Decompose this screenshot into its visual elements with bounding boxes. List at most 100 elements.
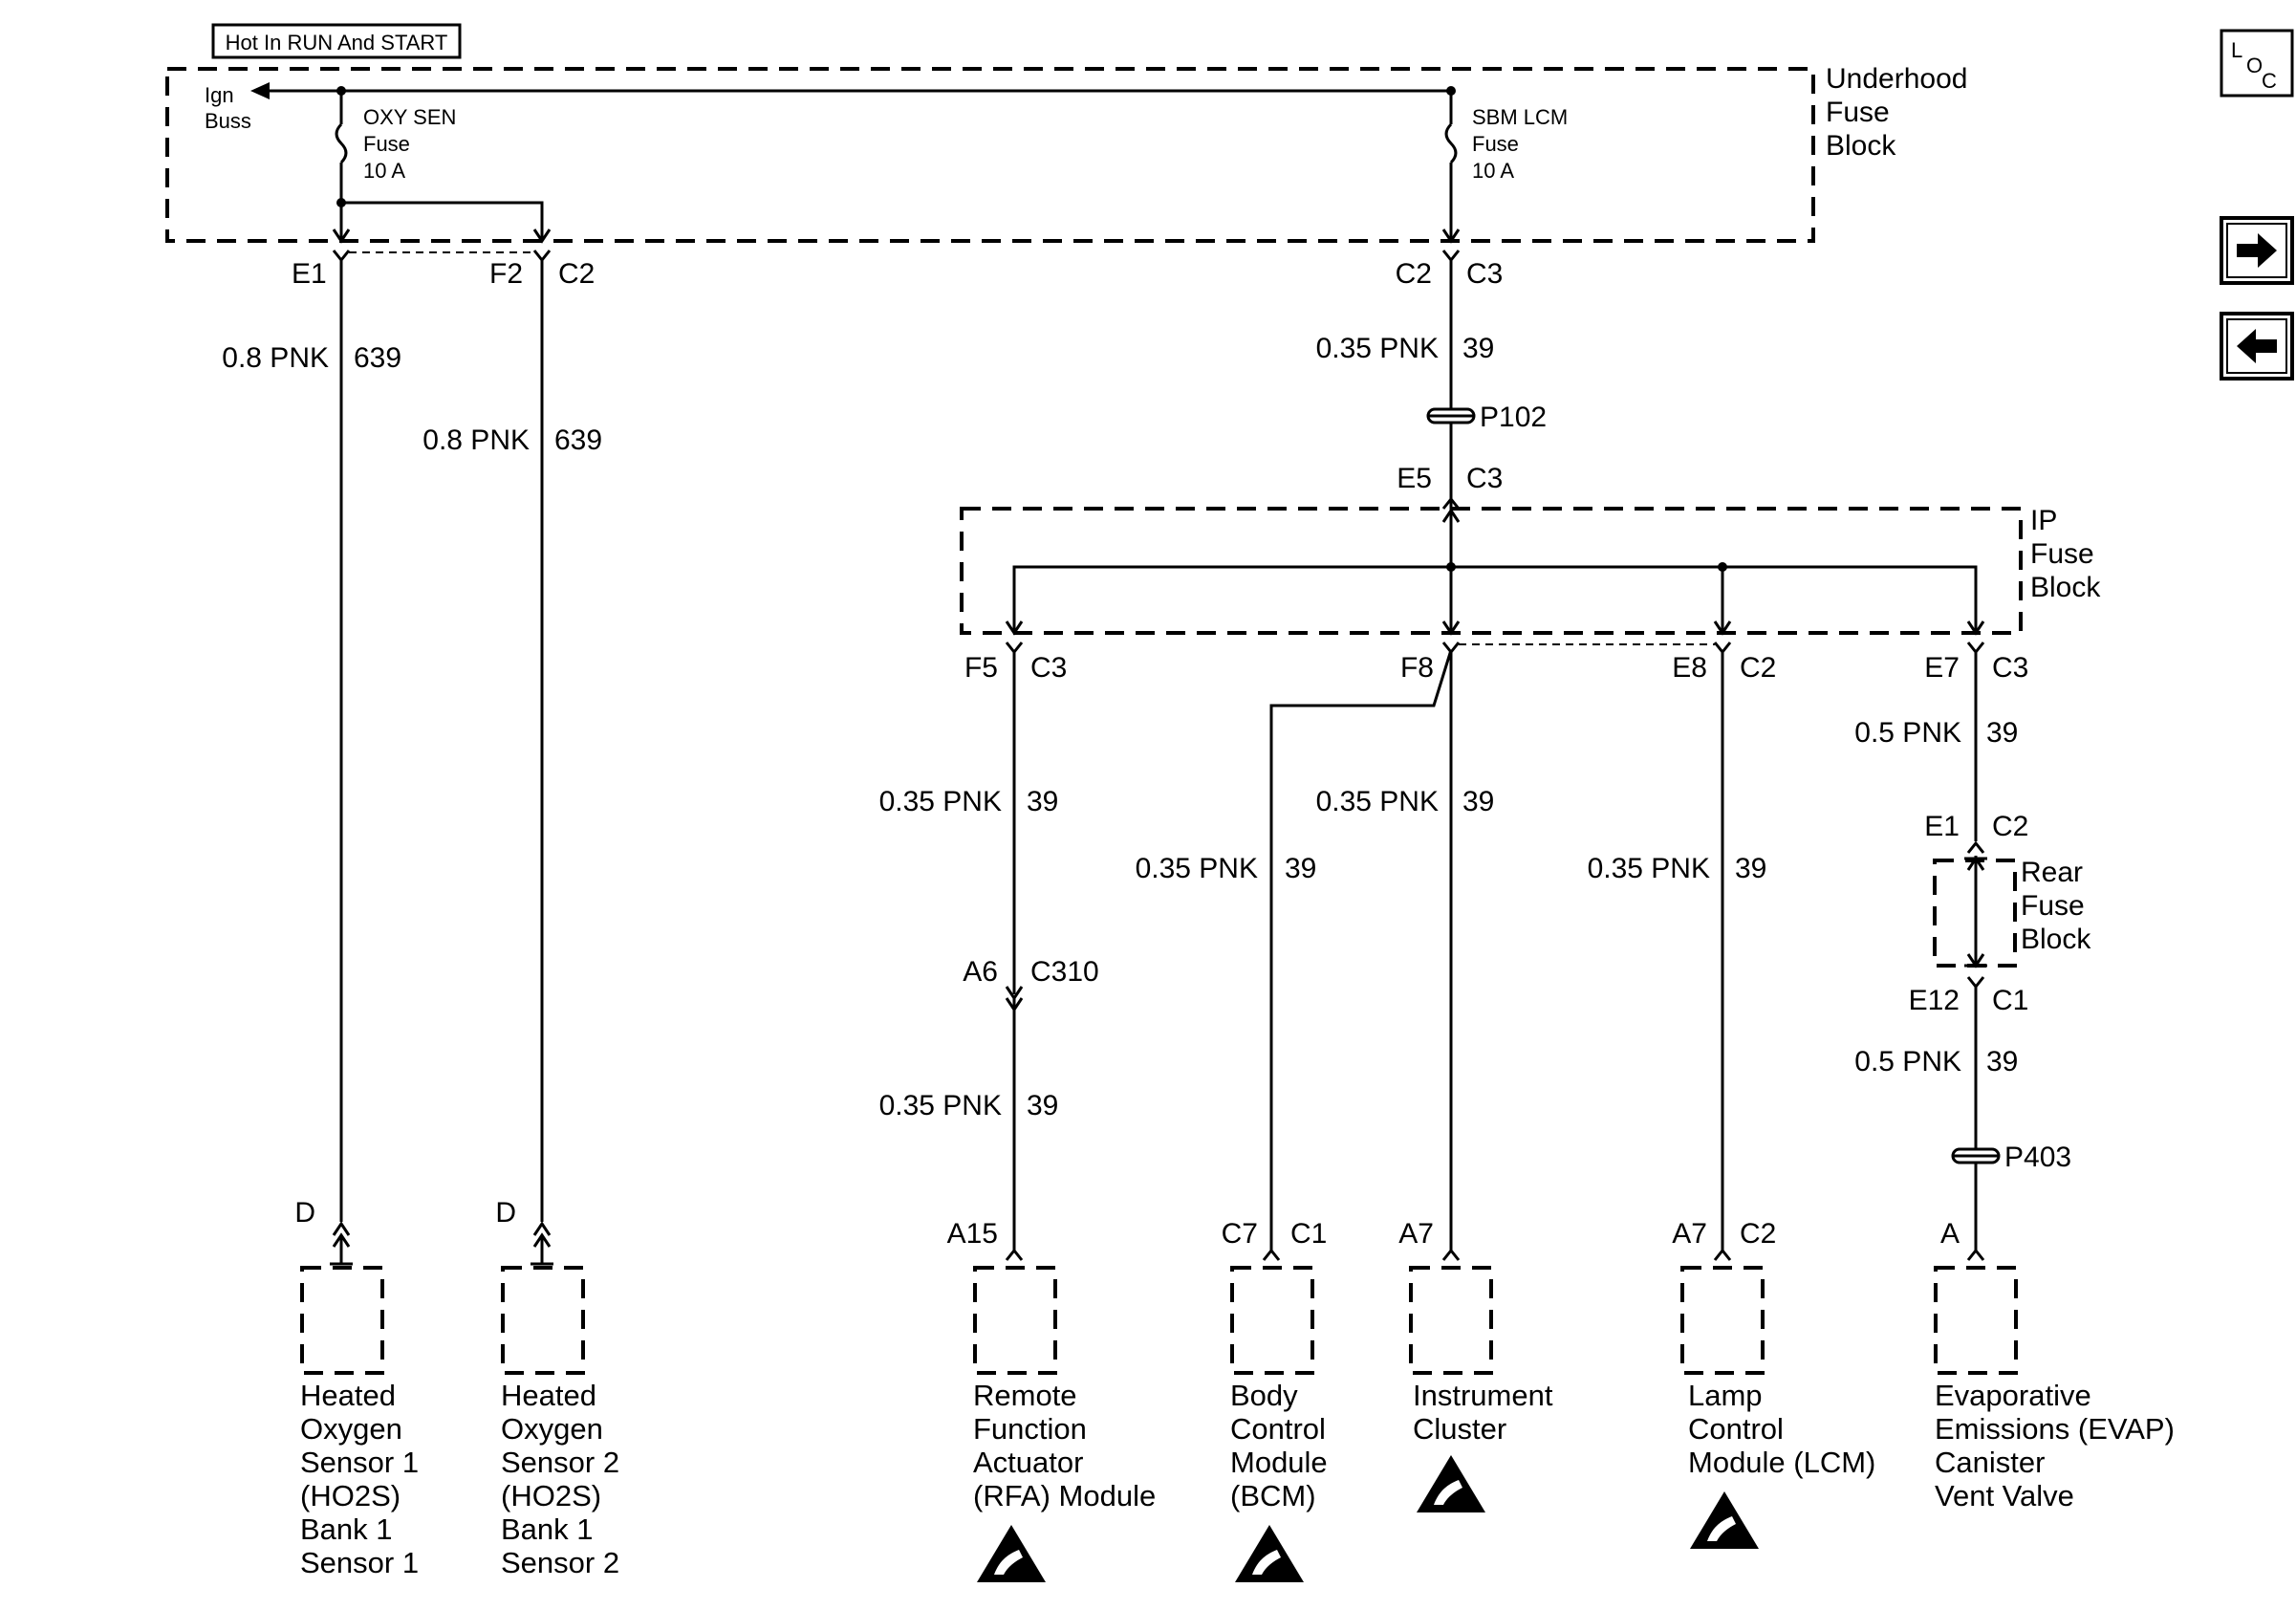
ip-title-1: IP: [2030, 505, 2057, 536]
arrow-left-icon[interactable]: [2220, 312, 2294, 381]
underhood-title-3: Block: [1826, 130, 1896, 162]
svg-text:Cluster: Cluster: [1413, 1412, 1506, 1446]
svg-text:Instrument: Instrument: [1413, 1379, 1553, 1412]
w7-circuit: 39: [1462, 786, 1494, 817]
conn-c2a: C2: [558, 258, 595, 290]
conn-p102: P102: [1480, 402, 1547, 433]
ign-buss-arrow: [250, 82, 270, 99]
conn-a7a: A7: [1398, 1218, 1434, 1250]
loc-icon[interactable]: L O C: [2220, 29, 2294, 98]
oxy-fuse-name: OXY SEN: [363, 105, 456, 129]
conn-p403: P403: [2004, 1142, 2071, 1173]
svg-text:Function: Function: [973, 1412, 1087, 1446]
conn-c310: C310: [1030, 956, 1099, 988]
svg-text:Sensor 2: Sensor 2: [501, 1446, 619, 1479]
conn-c1a: C1: [1992, 985, 2028, 1016]
ho2s2-box: [501, 1266, 585, 1375]
conn-e8: E8: [1672, 652, 1707, 684]
svg-text:Module: Module: [1230, 1446, 1328, 1479]
svg-text:Sensor 1: Sensor 1: [300, 1546, 419, 1579]
w4-circuit: 39: [1027, 786, 1058, 817]
svg-text:Heated: Heated: [300, 1379, 396, 1412]
w5-color: 0.35 PNK: [879, 1090, 1002, 1121]
conn-c3c: C3: [1030, 652, 1067, 684]
conn-c3b: C3: [1466, 463, 1503, 494]
svg-text:Lamp: Lamp: [1688, 1379, 1763, 1412]
ipc-label: Instrument Cluster: [1413, 1379, 1553, 1446]
conn-a7b: A7: [1672, 1218, 1707, 1250]
ho2s2-label: Heated Oxygen Sensor 2 (HO2S) Bank 1 Sen…: [501, 1379, 619, 1579]
svg-text:Actuator: Actuator: [973, 1446, 1083, 1479]
w2-circuit: 639: [554, 424, 602, 456]
svg-text:Heated: Heated: [501, 1379, 596, 1412]
w5-circuit: 39: [1027, 1090, 1058, 1121]
buss-label: Buss: [205, 109, 251, 133]
conn-c7: C7: [1222, 1218, 1258, 1250]
esd-sensitive-icon: [1417, 1455, 1485, 1512]
svg-text:(HO2S): (HO2S): [300, 1479, 401, 1512]
conn-a: A: [1940, 1218, 1960, 1250]
svg-text:Body: Body: [1230, 1379, 1298, 1412]
esd-sensitive-icon: [977, 1525, 1046, 1582]
ip-title-3: Block: [2030, 572, 2101, 603]
svg-text:(BCM): (BCM): [1230, 1479, 1316, 1512]
esd-sensitive-icon: [1235, 1525, 1304, 1582]
conn-c3a: C3: [1466, 258, 1503, 290]
w3-color: 0.35 PNK: [1316, 333, 1439, 364]
conn-c2b: C2: [1396, 258, 1432, 290]
esd-sensitive-icon: [1690, 1491, 1759, 1549]
conn-a15: A15: [947, 1218, 998, 1250]
svg-text:Oxygen: Oxygen: [300, 1412, 402, 1446]
lcm-box: [1680, 1266, 1765, 1375]
svg-text:Control: Control: [1230, 1412, 1326, 1446]
conn-c1b: C1: [1290, 1218, 1327, 1250]
bcm-box: [1230, 1266, 1314, 1375]
rear-title-2: Fuse: [2021, 890, 2085, 922]
conn-c2e: C2: [1740, 1218, 1776, 1250]
svg-text:Canister: Canister: [1935, 1446, 2045, 1479]
sbm-fuse-word: Fuse: [1472, 132, 1519, 156]
rear-title-3: Block: [2021, 924, 2091, 955]
ip-fuse-block: [960, 507, 2023, 635]
oxy-fuse-symbol: [335, 122, 348, 164]
conn-a6: A6: [963, 956, 998, 988]
svg-text:Evaporative: Evaporative: [1935, 1379, 2091, 1412]
w7-color: 0.35 PNK: [1316, 786, 1439, 817]
rfa-label: Remote Function Actuator (RFA) Module: [973, 1379, 1156, 1512]
arrow-right-icon[interactable]: [2220, 216, 2294, 285]
conn-e1: E1: [292, 258, 327, 290]
conn-f5: F5: [964, 652, 998, 684]
svg-text:Control: Control: [1688, 1412, 1784, 1446]
w2-color: 0.8 PNK: [422, 424, 530, 456]
w6-color: 0.35 PNK: [1136, 853, 1258, 884]
bcm-label: Body Control Module (BCM): [1230, 1379, 1328, 1512]
ho2s1-box: [300, 1266, 384, 1375]
evap-box: [1934, 1266, 2018, 1375]
oxy-fuse-rating: 10 A: [363, 159, 405, 183]
svg-text:Hot In RUN And START: Hot In RUN And START: [226, 31, 448, 54]
sbm-fuse-name: SBM LCM: [1472, 105, 1568, 129]
sbm-fuse-rating: 10 A: [1472, 159, 1514, 183]
svg-text:Vent Valve: Vent Valve: [1935, 1479, 2074, 1512]
underhood-fuse-block: [165, 67, 1815, 243]
svg-text:Bank 1: Bank 1: [501, 1512, 594, 1546]
w1-circuit: 639: [354, 342, 401, 374]
ip-title-2: Fuse: [2030, 538, 2094, 570]
sbm-fuse-symbol: [1444, 122, 1458, 164]
rear-title-1: Rear: [2021, 857, 2083, 888]
svg-text:Oxygen: Oxygen: [501, 1412, 603, 1446]
w4-color: 0.35 PNK: [879, 786, 1002, 817]
svg-text:Sensor 2: Sensor 2: [501, 1546, 619, 1579]
svg-text:Emissions (EVAP): Emissions (EVAP): [1935, 1412, 2175, 1446]
w3-circuit: 39: [1462, 333, 1494, 364]
svg-text:Bank 1: Bank 1: [300, 1512, 393, 1546]
conn-d1: D: [294, 1197, 315, 1229]
conn-e1b: E1: [1924, 811, 1960, 842]
ipc-box: [1409, 1266, 1493, 1375]
w10-circuit: 39: [1986, 1046, 2018, 1077]
svg-text:O: O: [2246, 54, 2263, 77]
underhood-title-2: Fuse: [1826, 97, 1890, 128]
lcm-label: Lamp Control Module (LCM): [1688, 1379, 1875, 1479]
w8-circuit: 39: [1735, 853, 1766, 884]
